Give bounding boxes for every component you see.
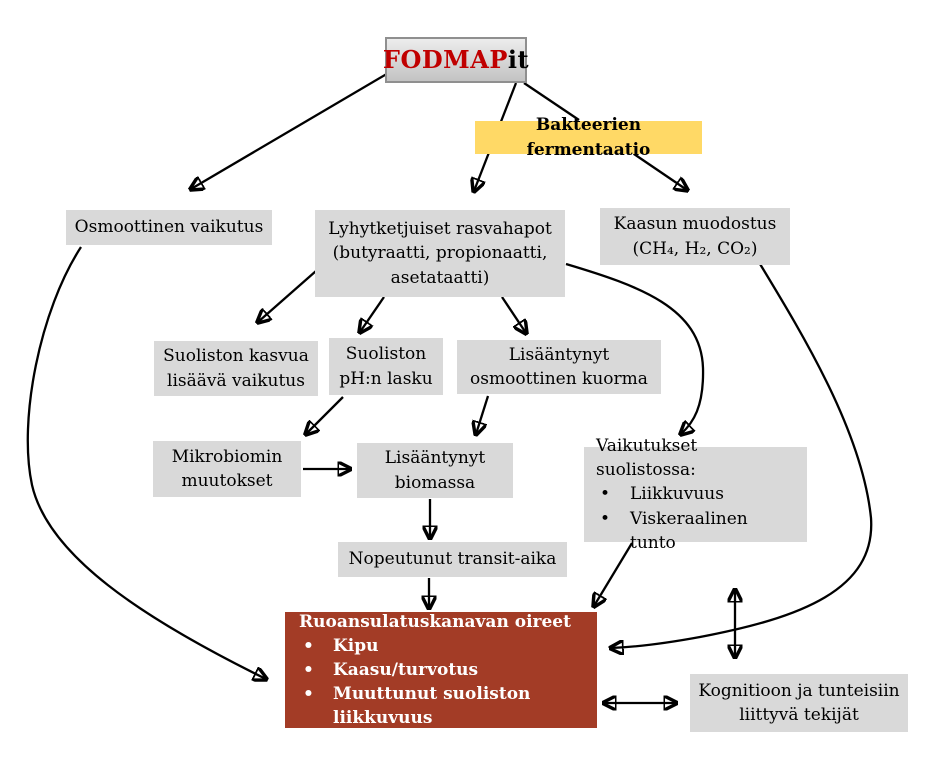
node-cognition-emotion: Kognitioon ja tunteisiin liittyvä tekijä… <box>690 674 908 732</box>
arrow-osmoticload-to-biomass <box>476 395 490 434</box>
node-label: Osmoottinen vaikutus <box>74 217 264 238</box>
node-line: Lisääntynyt <box>508 344 610 365</box>
node-line: Kognitioon ja tunteisiin <box>698 680 900 701</box>
node-line: Suoliston kasvua <box>163 346 309 367</box>
node-title: Vaikutukset suolistossa: <box>596 436 698 481</box>
node-line: biomassa <box>394 472 476 493</box>
node-fodmap: FODMAPit <box>383 37 529 83</box>
bullet-dot: • <box>600 508 611 529</box>
bullet-text: Muuttunut suoliston liikkuvuus <box>333 684 531 729</box>
node-line: liittyvä tekijät <box>739 705 859 725</box>
arrow-osmotic-to-symptoms <box>26 246 266 679</box>
arrow-fermentation-to-gas <box>633 153 687 190</box>
arrow-guteffects-to-symptoms <box>594 542 633 606</box>
arrow-gas-to-symptoms <box>611 258 873 648</box>
bullet-item: • Kaasu/turvotus <box>299 658 478 682</box>
node-line: pH:n lasku <box>339 368 433 389</box>
node-line: (CH₄, H₂, CO₂) <box>632 238 758 259</box>
bullet-item: • Muuttunut suoliston liikkuvuus <box>299 682 583 730</box>
node-title: Ruoansulatuskanavan oireet <box>299 611 571 632</box>
arrow-scfa-to-phdrop <box>360 296 385 332</box>
node-line: Kaasun muodostus <box>613 214 777 235</box>
node-line: Suoliston <box>345 344 427 365</box>
node-ph-drop: Suoliston pH:n lasku <box>329 338 443 395</box>
bullet-item: • Kipu <box>299 634 378 658</box>
node-gut-growth-effect: Suoliston kasvua lisäävä vaikutus <box>154 341 318 396</box>
fodmap-label-rest: it <box>507 44 530 74</box>
node-label: Nopeutunut transit-aika <box>348 549 557 570</box>
node-microbiome-changes: Mikrobiomin muutokset <box>153 441 301 497</box>
node-line: muutokset <box>181 471 273 491</box>
fodmap-label-highlight: FODMAP <box>382 44 508 74</box>
arrow-phdrop-to-microbiome <box>306 396 344 434</box>
node-line: (butyraatti, propionaatti, <box>332 243 548 264</box>
node-line: asetataatti) <box>390 267 490 288</box>
node-osmotic-effect: Osmoottinen vaikutus <box>66 210 272 245</box>
node-gas-formation: Kaasun muodostus (CH₄, H₂, CO₂) <box>600 208 790 265</box>
node-bacterial-fermentation: Bakteerien fermentaatio <box>475 115 702 160</box>
node-line: Lisääntynyt <box>384 448 486 469</box>
node-label: Bakteerien fermentaatio <box>526 115 651 160</box>
node-line: Lyhytketjuiset rasvahapot <box>328 219 552 240</box>
bullet-dot: • <box>303 635 314 656</box>
bullet-text: Viskeraalinen tunto <box>630 508 748 553</box>
bullet-item: • Viskeraalinen tunto <box>596 507 795 555</box>
node-increased-biomass: Lisääntynyt biomassa <box>357 443 513 498</box>
bullet-text: Kaasu/turvotus <box>333 659 479 680</box>
node-line: osmoottinen kuorma <box>470 369 648 389</box>
node-osmotic-load: Lisääntynyt osmoottinen kuorma <box>457 340 661 394</box>
bullet-dot: • <box>600 484 611 505</box>
bullet-item: • Liikkuvuus <box>596 482 724 506</box>
arrow-scfa-to-osmoticload <box>501 296 526 333</box>
bullet-dot: • <box>303 659 314 680</box>
node-gi-symptoms: Ruoansulatuskanavan oireet • Kipu • Kaas… <box>285 612 597 728</box>
node-faster-transit: Nopeutunut transit-aika <box>338 542 567 577</box>
arrow-fodmap-to-osmotic <box>191 71 391 189</box>
node-line: Mikrobiomin <box>171 446 283 467</box>
bullet-dot: • <box>303 684 314 705</box>
fodmap-label: FODMAPit <box>383 43 529 77</box>
arrow-scfa-to-guteffects <box>565 262 705 434</box>
node-short-chain-fatty-acids: Lyhytketjuiset rasvahapot (butyraatti, p… <box>315 210 565 297</box>
bullet-text: Liikkuvuus <box>630 484 724 505</box>
arrow-scfa-to-growth <box>258 270 317 322</box>
node-gut-effects: Vaikutukset suolistossa: • Liikkuvuus • … <box>584 436 807 553</box>
arrow-fodmap-to-fermentation <box>523 82 580 121</box>
bullet-text: Kipu <box>333 635 379 656</box>
node-line: lisäävä vaikutus <box>167 370 305 391</box>
